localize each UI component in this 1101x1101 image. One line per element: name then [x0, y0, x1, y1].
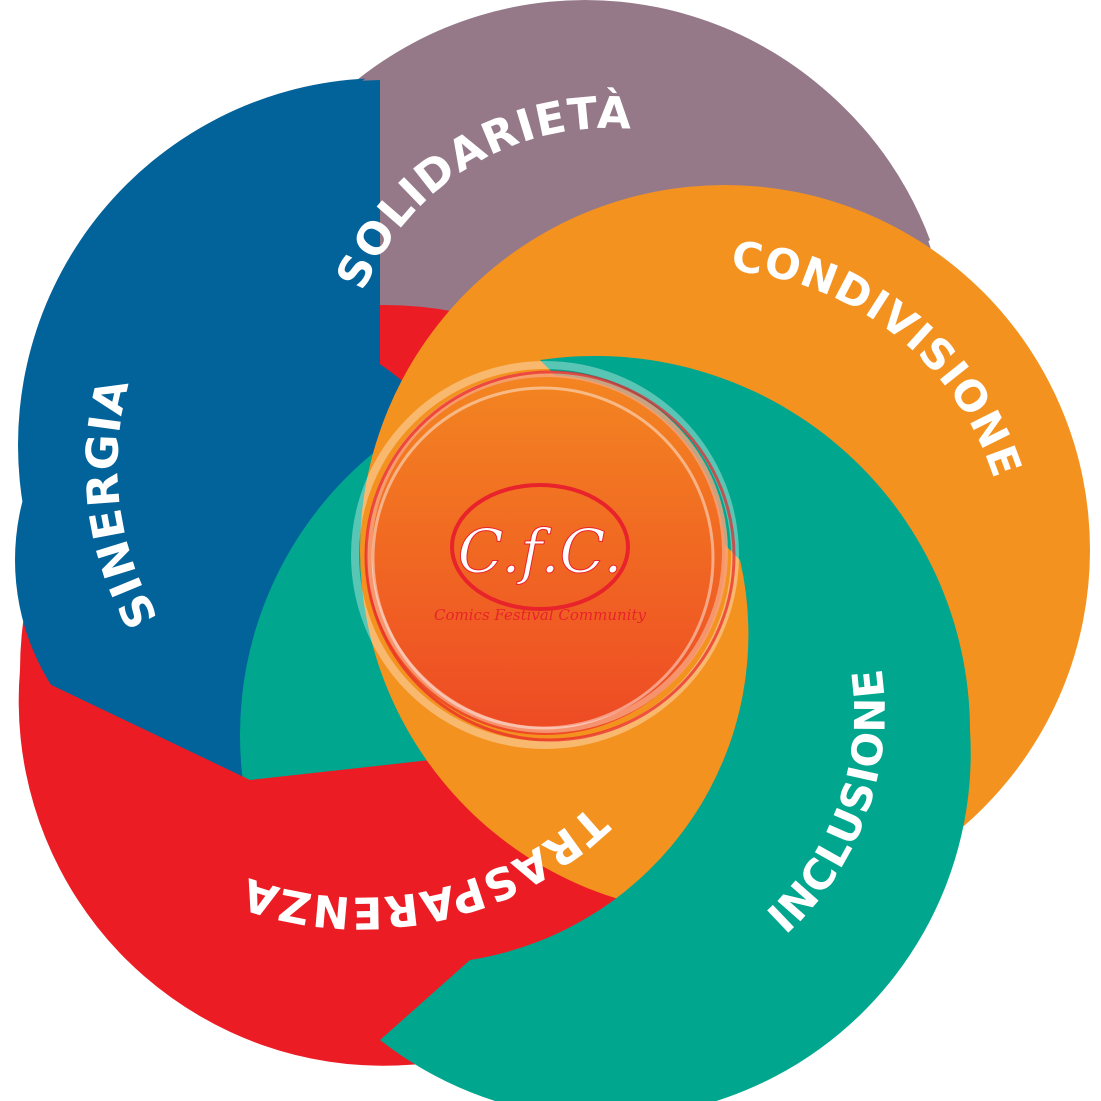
petal-inclusione-top	[380, 356, 971, 1101]
center-disc	[365, 375, 725, 735]
logo-monogram: C.f.C.	[458, 517, 623, 587]
brush-ring-inner	[371, 386, 715, 730]
brush-ring-red	[364, 370, 736, 742]
petal-sinergia-cut	[19, 80, 381, 500]
logo-tagline: Comics Festival Community	[434, 606, 646, 624]
brush-ring-mid	[366, 371, 728, 733]
logo-oval	[450, 483, 630, 611]
center-logo: C.f.C. Comics Festival Community	[351, 361, 739, 749]
